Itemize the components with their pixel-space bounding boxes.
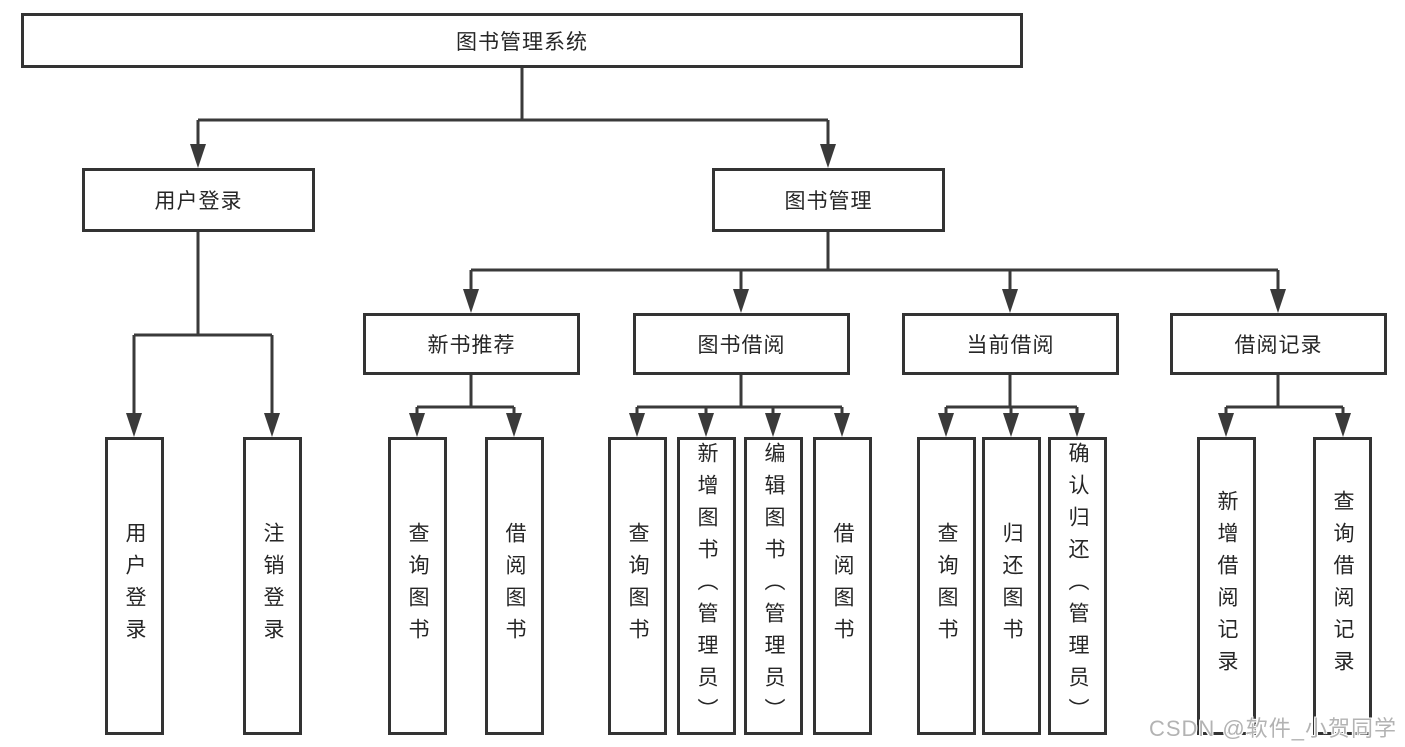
- node-book-management-label: 图书管理: [784, 190, 873, 213]
- leaf-query-books-current: 查询图书: [917, 437, 976, 735]
- leaf-query-books-recommend: 查询图书: [388, 437, 447, 735]
- leaf-borrow-books-recommend: 借阅图书: [485, 437, 544, 735]
- leaf-logout-label: 注销登录: [261, 522, 284, 650]
- leaf-query-books-borrow-label: 查询图书: [626, 522, 649, 650]
- leaf-add-book-admin: 新增图书（管理员）: [677, 437, 736, 735]
- node-borrow-records: 借阅记录: [1170, 313, 1387, 375]
- leaf-logout: 注销登录: [243, 437, 302, 735]
- leaf-borrow-books-borrow-label: 借阅图书: [831, 522, 854, 650]
- node-user-login-label: 用户登录: [154, 190, 243, 213]
- leaf-add-book-admin-label: 新增图书（管理员）: [695, 442, 718, 730]
- csdn-watermark: CSDN @软件_小贺同学: [1148, 716, 1397, 741]
- node-root: 图书管理系统: [21, 13, 1023, 68]
- leaf-user-login-label: 用户登录: [123, 522, 146, 650]
- leaf-borrow-books-borrow: 借阅图书: [813, 437, 872, 735]
- leaf-add-borrow-record-label: 新增借阅记录: [1215, 490, 1238, 682]
- node-book-borrow: 图书借阅: [633, 313, 850, 375]
- leaf-borrow-books-recommend-label: 借阅图书: [503, 522, 526, 650]
- node-new-book-recommend: 新书推荐: [363, 313, 580, 375]
- node-borrow-records-label: 借阅记录: [1234, 334, 1323, 357]
- node-user-login: 用户登录: [82, 168, 315, 232]
- leaf-user-login: 用户登录: [105, 437, 164, 735]
- leaf-query-books-recommend-label: 查询图书: [406, 522, 429, 650]
- node-current-borrow: 当前借阅: [902, 313, 1119, 375]
- node-current-borrow-label: 当前借阅: [966, 334, 1055, 357]
- leaf-confirm-return-admin-label: 确认归还（管理员）: [1066, 442, 1089, 730]
- node-new-book-recommend-label: 新书推荐: [427, 334, 516, 357]
- leaf-confirm-return-admin: 确认归还（管理员）: [1048, 437, 1107, 735]
- leaf-return-books-label: 归还图书: [1000, 522, 1023, 650]
- leaf-return-books: 归还图书: [982, 437, 1041, 735]
- leaf-query-borrow-record: 查询借阅记录: [1313, 437, 1372, 735]
- node-root-label: 图书管理系统: [456, 30, 588, 54]
- leaf-query-books-borrow: 查询图书: [608, 437, 667, 735]
- leaf-edit-book-admin: 编辑图书（管理员）: [744, 437, 803, 735]
- leaf-query-books-current-label: 查询图书: [935, 522, 958, 650]
- leaf-add-borrow-record: 新增借阅记录: [1197, 437, 1256, 735]
- node-book-management: 图书管理: [712, 168, 945, 232]
- leaf-edit-book-admin-label: 编辑图书（管理员）: [762, 442, 785, 730]
- node-book-borrow-label: 图书借阅: [697, 334, 786, 357]
- leaf-query-borrow-record-label: 查询借阅记录: [1331, 490, 1354, 682]
